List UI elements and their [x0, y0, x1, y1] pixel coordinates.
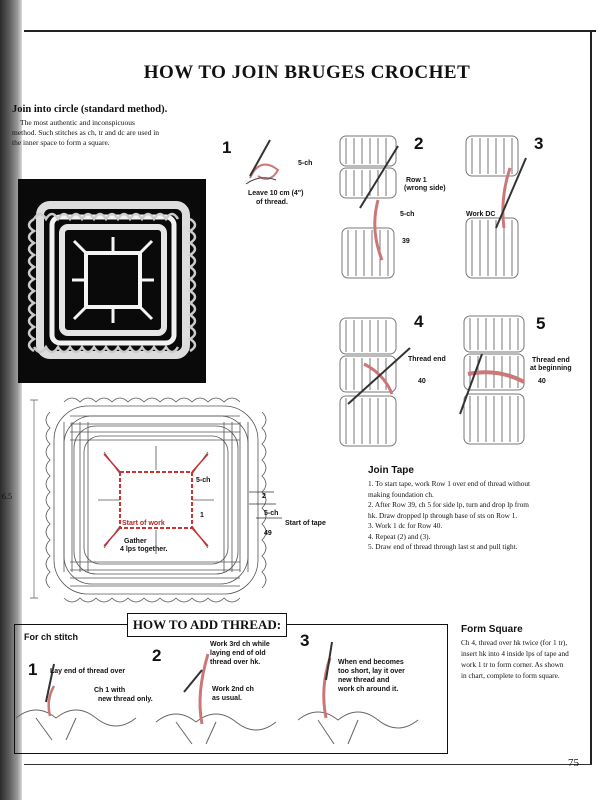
step-4-number: 4	[414, 312, 423, 332]
top-rule	[24, 30, 596, 32]
join-circle-line-3: the inner space to form a square.	[12, 138, 110, 148]
join-circle-line-1: The most authentic and inconspicuous	[20, 118, 135, 128]
add-step-1-lay-end: Lay end of thread over	[50, 668, 125, 676]
step-2-wrong-side: (wrong side)	[404, 185, 446, 193]
add-step-1-ch1-with: Ch 1 with	[94, 687, 125, 695]
join-tape-line: 2. After Row 39, ch 5 for side lp, turn …	[368, 500, 530, 511]
chart-row-1: 1	[200, 512, 204, 520]
join-circle-line-2: method. Such stitches as ch, tr and dc a…	[12, 128, 159, 138]
step-4-thread-end: Thread end	[408, 356, 446, 364]
step-1-5ch: 5-ch	[298, 160, 312, 168]
add-step-2-work-3rd: Work 3rd ch while	[210, 641, 270, 649]
step-2-number: 2	[414, 134, 423, 154]
square-stitch-chart	[24, 392, 294, 612]
join-circle-heading: Join into circle (standard method).	[12, 104, 167, 115]
crochet-square-photo	[18, 179, 206, 383]
add-step-3-when-end: When end becomes	[338, 659, 404, 667]
add-thread-heading: HOW TO ADD THREAD:	[127, 613, 287, 637]
form-square-heading: Form Square	[461, 624, 523, 635]
step-1-leave-line-1: Leave 10 cm (4")	[248, 190, 303, 198]
add-step-3-work-ch: work ch around it.	[338, 686, 398, 694]
step-1-leave-line-2: of thread.	[256, 199, 288, 207]
chart-5ch-b: 5-ch	[264, 510, 278, 518]
step-5-thread-end: Thread end	[532, 357, 570, 365]
add-step-1-new-thread: new thread only.	[98, 696, 153, 704]
join-tape-line: 1. To start tape, work Row 1 over end of…	[368, 479, 530, 490]
bottom-rule	[24, 764, 592, 765]
join-tape-line: 5. Draw end of thread through last st an…	[368, 542, 530, 553]
step-1-number: 1	[222, 138, 231, 158]
join-tape-line: hk. Draw dropped lp through base of sts …	[368, 511, 530, 522]
add-step-2-number: 2	[152, 646, 161, 666]
step-3-number: 3	[534, 134, 543, 154]
add-step-2-work-2nd: Work 2nd ch	[212, 686, 254, 694]
form-square-line: Ch 4, thread over hk twice (for 1 tr),	[461, 637, 569, 648]
join-tape-line: 4. Repeat (2) and (3).	[368, 532, 530, 543]
chart-dimension: 6.5	[2, 492, 12, 501]
chart-start-of-work: Start of work	[122, 520, 165, 528]
step-5-40: 40	[538, 378, 546, 386]
form-square-line: work 1 tr to form corner. As shown	[461, 659, 569, 670]
chart-row-49: 49	[264, 530, 272, 538]
join-tape-heading: Join Tape	[368, 465, 414, 476]
form-square-line: in chart, complete to form square.	[461, 670, 569, 681]
add-step-2-as-usual: as usual.	[212, 695, 242, 703]
chart-gather-4lps: 4 lps together.	[120, 546, 167, 554]
add-step-3-too-short: too short, lay it over	[338, 668, 405, 676]
step-2-5ch: 5-ch	[400, 211, 414, 219]
form-square-line: insert hk into 4 inside lps of tape and	[461, 648, 569, 659]
step-3-work-dc: Work DC	[466, 211, 495, 219]
step-4-40: 40	[418, 378, 426, 386]
form-square-instructions: Ch 4, thread over hk twice (for 1 tr), i…	[461, 637, 569, 681]
add-step-3-number: 3	[300, 631, 309, 651]
add-step-3-new-thread: new thread and	[338, 677, 389, 685]
page-number: 75	[568, 757, 579, 769]
chart-gather: Gather	[124, 538, 147, 546]
add-step-2-laying-end: laying end of old	[210, 650, 266, 658]
step-2-row1: Row 1	[406, 177, 427, 185]
step-5-at-beginning: at beginning	[530, 365, 572, 373]
join-tape-line: making foundation ch.	[368, 490, 530, 501]
chart-5ch-a: 5-ch	[196, 477, 210, 485]
join-tape-instructions: 1. To start tape, work Row 1 over end of…	[368, 479, 530, 553]
add-step-2-thread-over: thread over hk.	[210, 659, 260, 667]
add-step-1-number: 1	[28, 660, 37, 680]
chart-row-2: 2	[262, 493, 266, 501]
step-5-number: 5	[536, 314, 545, 334]
page-title: HOW TO JOIN BRUGES CROCHET	[0, 62, 614, 84]
chart-start-of-tape: Start of tape	[285, 520, 326, 528]
join-tape-line: 3. Work 1 dc for Row 40.	[368, 521, 530, 532]
step-2-39: 39	[402, 238, 410, 246]
